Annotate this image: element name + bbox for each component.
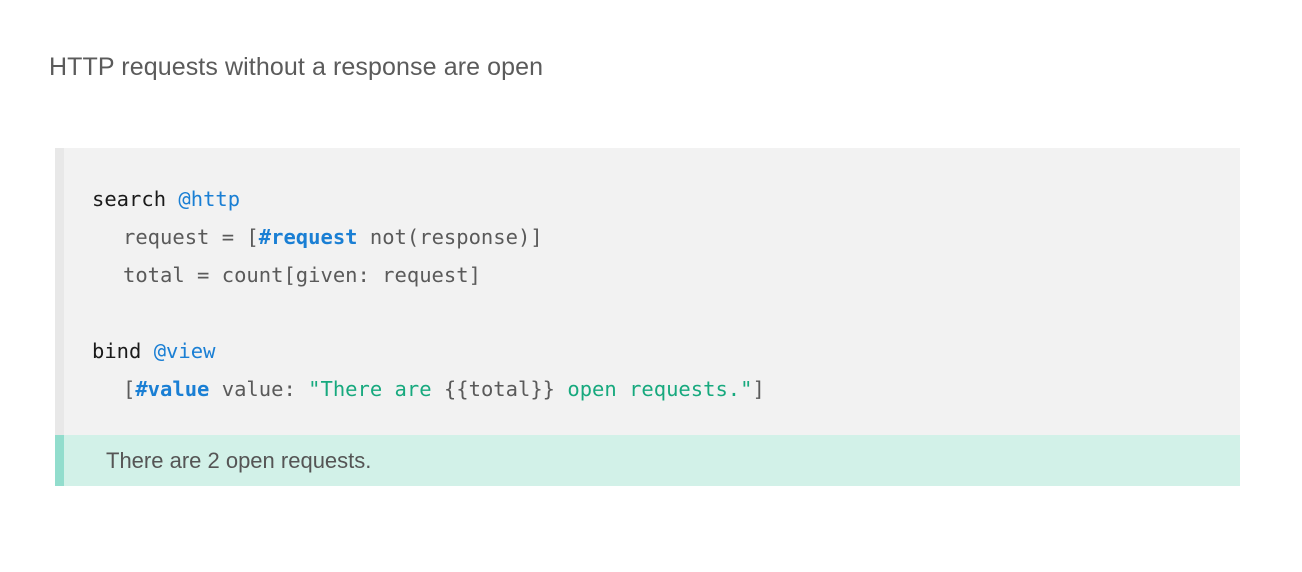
code-line: bind @view [92, 332, 1240, 370]
code-token-plain: [ [123, 377, 136, 401]
code-line: total = count[given: request] [92, 256, 1240, 294]
code-token-plain: request = [ [123, 225, 259, 249]
code-token-keyword: search [92, 187, 179, 211]
code-line: [#value value: "There are {{total}} open… [92, 370, 1240, 408]
code-token-plain: not(response)] [357, 225, 543, 249]
code-token-plain: value: [209, 377, 309, 401]
code-token-tag: #value [135, 377, 210, 401]
code-token-interp: {{total}} [443, 377, 556, 401]
code-token-at_reference: @http [178, 187, 241, 211]
code-token-string: "There are [308, 377, 444, 401]
code-token-string: open requests." [555, 377, 753, 401]
code-line: search @http [92, 180, 1240, 218]
code-token-plain: total = count[given: request] [123, 263, 481, 287]
code-gutter [55, 148, 64, 435]
result-accent-bar [55, 435, 64, 486]
code-token-keyword: bind [92, 339, 154, 363]
code-line: request = [#request not(response)] [92, 218, 1240, 256]
code-token-plain: ] [752, 377, 765, 401]
result-pane: There are 2 open requests. [55, 435, 1240, 486]
code-token-at_reference: @view [153, 339, 216, 363]
page-title: HTTP requests without a response are ope… [49, 53, 544, 81]
code-line [92, 294, 1240, 332]
result-text: There are 2 open requests. [106, 447, 372, 473]
code-token-tag: #request [258, 225, 358, 249]
